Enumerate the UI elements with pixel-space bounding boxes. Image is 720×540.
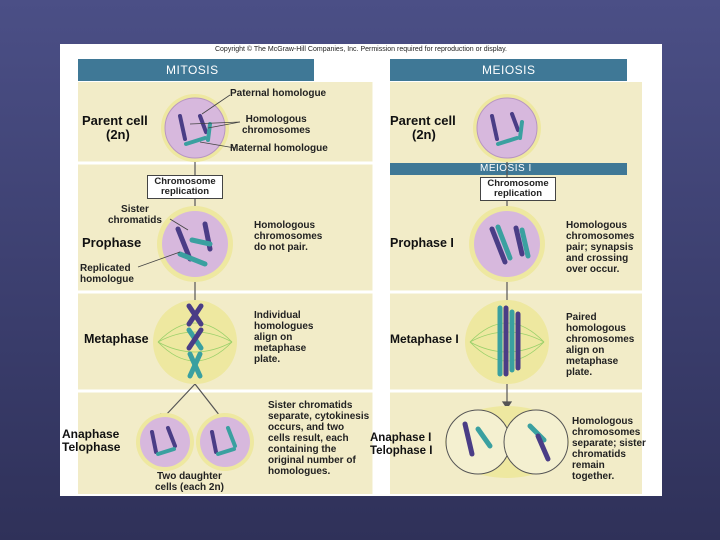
meiosis-metaphase-cell [465,300,549,384]
meiosis-replication-box: Chromosome replication [480,177,556,201]
meiosis-i-bar [390,163,627,175]
mitosis-header-bar [78,59,314,81]
daughter-cells-label: Two daughter cells (each 2n) [155,471,224,493]
paternal-homologue-label: Paternal homologue [230,88,327,99]
meiosis-metaphase-text: Paired homologous chromosomes align on m… [566,312,635,378]
homologous-chromosomes-label: Homologous chromosomes [242,114,311,136]
figure: Copyright © The McGraw-Hill Companies, I… [60,44,662,496]
meiosis-parent-ploidy: (2n) [412,127,436,142]
maternal-homologue-label: Maternal homologue [230,143,328,154]
mitosis-parent-cell-label: Parent cell [82,113,148,128]
mitosis-metaphase-label: Metaphase [84,332,149,346]
mitosis-prophase-text: Homologous chromosomes do not pair. [254,220,323,253]
replicated-homologue-label: Replicated homologue [80,263,134,285]
meiosis-header: MEIOSIS [482,63,536,77]
mitosis-prophase-label: Prophase [82,235,142,250]
pointer-lines [137,94,241,268]
meiosis-parent-cell-label: Parent cell [390,113,456,128]
meiosis-prophase-cell [469,206,545,282]
mitosis-anaphase-text: Sister chromatids separate, cytokinesis … [268,400,370,477]
mitosis-parent-ploidy: (2n) [106,127,130,142]
diagram-art [78,59,642,494]
row-separators [78,82,642,494]
meiosis-anaphase-cell [445,406,569,478]
mitosis-prophase-cell [157,206,233,282]
meiosis-i-header: MEIOSIS I [480,163,532,174]
mitosis-replication-box: Chromosome replication [147,175,223,199]
daughter-cell-left [136,413,194,471]
sister-chromatids-label: Sister chromatids [108,204,162,226]
mitosis-anaphase-label: Anaphase Telophase [62,427,121,454]
meiosis-header-bar [390,59,627,81]
meiosis-parent-cell [473,94,541,162]
daughter-cell-right [196,413,254,471]
meiosis-metaphase-label: Metaphase I [390,332,459,346]
meiosis-anaphase-label: Anaphase I Telophase I [370,432,433,457]
mitosis-header: MITOSIS [166,63,219,77]
mitosis-parent-cell [161,94,229,162]
mitosis-metaphase-cell [153,300,237,384]
copyright-notice: Copyright © The McGraw-Hill Companies, I… [214,46,507,53]
meiosis-anaphase-text: Homologous chromosomes separate; sister … [572,416,646,482]
meiosis-prophase-text: Homologous chromosomes pair; synapsis an… [566,220,635,275]
mitosis-metaphase-text: Individual homologues align on metaphase… [254,310,314,365]
meiosis-prophase-label: Prophase I [390,236,454,250]
